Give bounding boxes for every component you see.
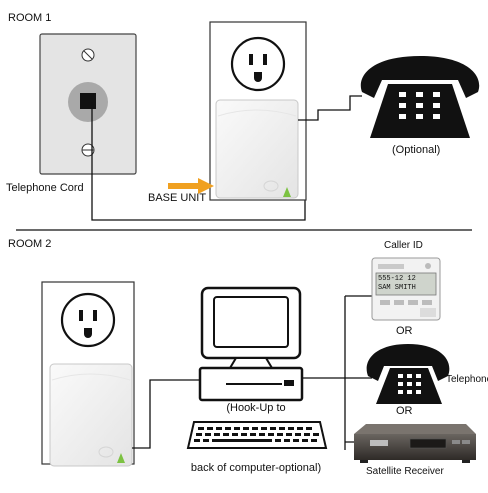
hookup-label-line2: back of computer-optional) — [190, 462, 322, 474]
optional-phone-line — [298, 95, 362, 121]
or-label-1: OR — [396, 325, 413, 337]
caller-id-label: Caller ID — [384, 240, 423, 251]
telephone-icon-room2 — [366, 344, 450, 404]
hookup-label-line1: (Hook-Up to — [226, 402, 286, 414]
optional-label: (Optional) — [392, 144, 441, 156]
base-unit-device — [215, 99, 299, 199]
satellite-receiver-device — [354, 424, 476, 463]
extension-to-computer-line — [132, 379, 200, 449]
phone-jack-wallplate — [39, 33, 137, 175]
telephone-cord-label: Telephone Cord — [6, 182, 84, 194]
caller-id-screen-line1: 555-12 12 — [378, 275, 416, 283]
caller-id-screen-line2: SAM SMITH — [378, 284, 416, 292]
led-indicator-icon — [283, 187, 291, 197]
computer-icon — [186, 286, 328, 449]
telephone-label: Telephone — [446, 374, 488, 385]
satellite-receiver-label: Satellite Receiver — [366, 466, 444, 477]
caller-id-device — [371, 257, 441, 321]
or-label-2: OR — [396, 405, 413, 417]
extension-unit-device — [49, 363, 133, 467]
devices-bus-line — [344, 295, 372, 450]
room2-label: ROOM 2 — [8, 238, 52, 250]
base-unit-arrow-icon — [168, 178, 214, 194]
base-unit-label: BASE UNIT — [148, 192, 207, 204]
room1-label: ROOM 1 — [8, 12, 52, 24]
led-indicator-icon — [117, 453, 125, 463]
telephone-icon-room1 — [360, 56, 480, 138]
